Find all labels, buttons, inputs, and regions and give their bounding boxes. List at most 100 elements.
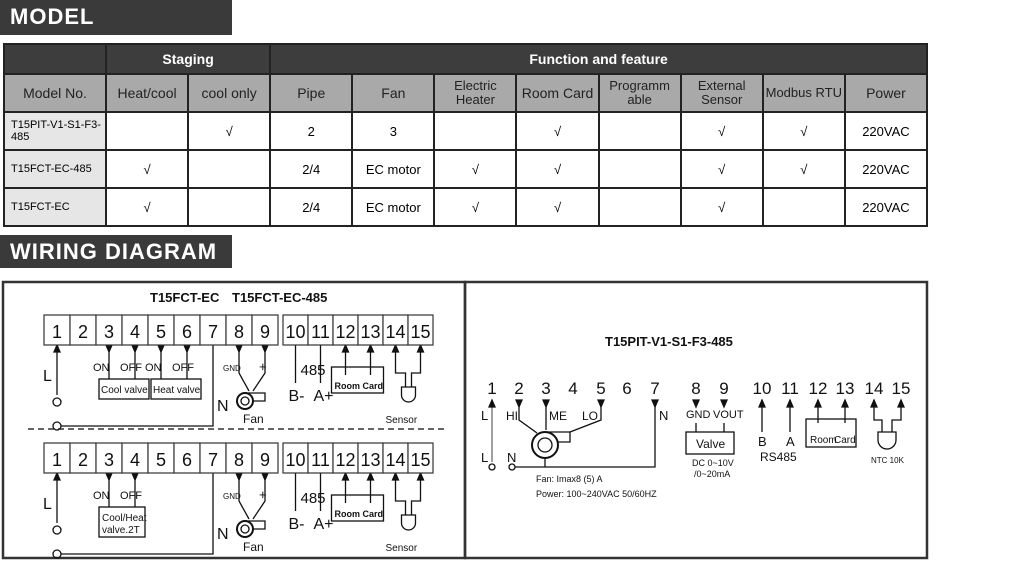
table-cell: √ (104, 149, 190, 189)
terminal-number: 10 (285, 450, 305, 470)
sensor-icon (400, 386, 417, 403)
left-title-a: T15FCT-EC (150, 290, 220, 305)
arrow-icon (105, 472, 113, 482)
table-cell (597, 111, 682, 151)
table-cell: 220VAC (843, 149, 929, 189)
terminal-N-icon (52, 421, 62, 431)
terminal-number: 7 (208, 450, 218, 470)
terminal-cell (332, 442, 359, 474)
right-panel-border (463, 280, 929, 560)
label-plus: + (259, 359, 267, 374)
wire (238, 345, 250, 392)
label-room-card: Room Card (335, 509, 384, 519)
fan-icon (531, 431, 559, 459)
table-cell: 220VAC (843, 187, 929, 227)
table-cell: √ (761, 149, 846, 189)
table-cell: √ (679, 111, 764, 151)
label-hi: HI (506, 409, 518, 423)
terminal-number: 6 (182, 450, 192, 470)
terminal-number: 5 (596, 379, 605, 398)
arrow-icon (651, 399, 659, 409)
label-L: L (481, 450, 488, 465)
label-L: L (43, 368, 52, 385)
room-card-box (330, 494, 385, 522)
column-header: External Sensor (679, 73, 764, 113)
arrow-icon (105, 344, 113, 354)
wire (252, 473, 266, 520)
table-cell: √ (679, 149, 764, 189)
staging-group-header: Staging (104, 43, 272, 75)
table-cell (187, 187, 272, 227)
fan-icon (236, 520, 254, 538)
terminal-number: 2 (78, 450, 88, 470)
terminal-number: 11 (781, 379, 799, 398)
label-room-card: Room Card (335, 381, 384, 391)
terminal-number: 3 (541, 379, 550, 398)
terminal-number: 8 (234, 450, 244, 470)
column-header: Pipe (269, 73, 354, 113)
terminal-number: 10 (753, 379, 772, 398)
wire (873, 400, 883, 432)
label-sensor: Sensor (386, 543, 418, 554)
terminal-cell (199, 314, 227, 346)
label-a-plus: A+ (314, 388, 334, 405)
terminal-number: 7 (650, 379, 659, 398)
fan-icon (236, 392, 254, 410)
label-off: OFF (172, 362, 194, 374)
terminal-number: 10 (285, 322, 305, 342)
label-gnd: GND (223, 492, 241, 501)
model-cell: T15FCT-EC-485 (3, 149, 107, 189)
table-cell: √ (761, 111, 846, 151)
terminal-cell (225, 442, 253, 474)
sensor-icon (400, 514, 417, 531)
valve-label: Cool/Heat (102, 513, 147, 524)
table-cell: 2/4 (269, 187, 354, 227)
column-header: Model No. (3, 73, 107, 113)
label-sensor: Sensor (386, 415, 418, 426)
wire (518, 400, 538, 434)
wire (394, 473, 407, 515)
terminal-cell (282, 442, 309, 474)
label-N: N (217, 398, 229, 415)
wire (61, 345, 214, 427)
terminal-number: 14 (385, 322, 405, 342)
label-gnd: GND (686, 409, 711, 421)
table-cell (104, 111, 190, 151)
terminal-cell (332, 314, 359, 346)
table-cell: EC motor (351, 149, 436, 189)
terminal-cell (69, 314, 97, 346)
label-L: L (481, 408, 488, 423)
terminal-number: 7 (208, 322, 218, 342)
arrow-icon (53, 343, 61, 353)
terminal-number: 4 (130, 450, 140, 470)
arrow-icon (366, 471, 375, 481)
model-cell: T15PIT-V1-S1-F3-485 (3, 111, 107, 151)
terminal-number: 15 (410, 322, 430, 342)
label-card: Card (834, 435, 856, 446)
wire (238, 473, 250, 520)
label-on: ON (93, 362, 110, 374)
terminal-cell (307, 314, 334, 346)
terminal-number: 3 (104, 322, 114, 342)
terminal-number: 1 (487, 379, 496, 398)
terminal-L-icon (52, 397, 62, 407)
terminal-number: 13 (836, 379, 855, 398)
terminal-number: 13 (360, 322, 380, 342)
wire (569, 400, 602, 433)
arrow-icon (261, 344, 269, 354)
arrow-icon (758, 398, 766, 408)
table-cell: √ (187, 111, 272, 151)
label-rs485: RS485 (760, 450, 797, 464)
label-N: N (217, 526, 229, 543)
table-cell: √ (515, 111, 600, 151)
terminal-number: 9 (719, 379, 728, 398)
fan-note: Fan: Imax8 (5) A (536, 474, 603, 484)
terminal-number: 12 (335, 450, 355, 470)
wire (61, 473, 214, 555)
arrow-icon (692, 399, 700, 409)
table-cell (187, 149, 272, 189)
arrow-icon (488, 398, 496, 408)
valve-box (98, 378, 150, 400)
